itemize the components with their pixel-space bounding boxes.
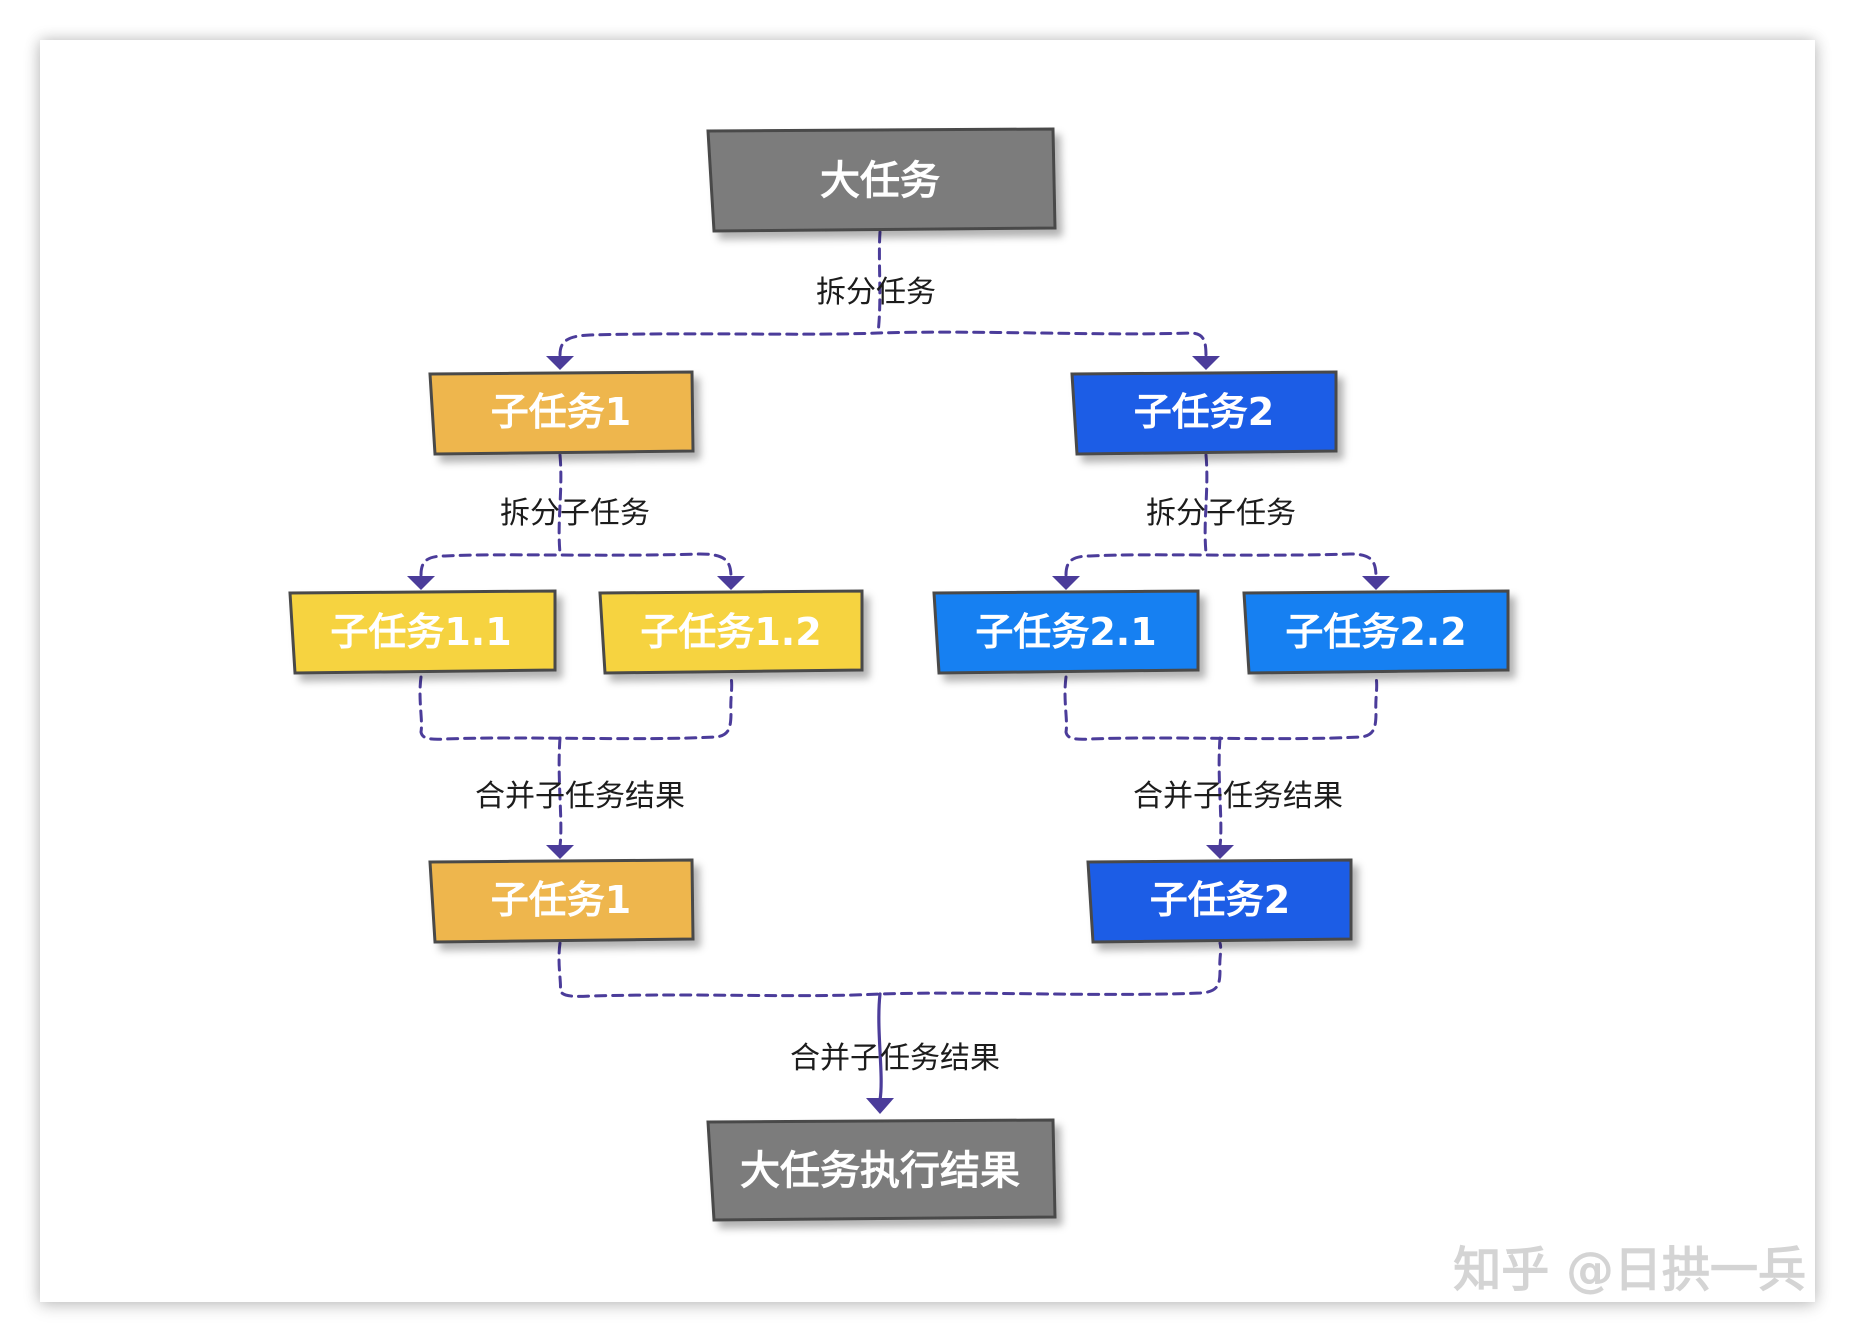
edge-sub1-split-horizontal xyxy=(419,552,733,580)
edge-sub1-down xyxy=(557,453,563,555)
node-sub2-2-box xyxy=(1242,589,1510,675)
edge-merge-left xyxy=(418,675,734,741)
node-sub2-result: 子任务2 xyxy=(1086,858,1353,944)
node-sub1-box xyxy=(428,370,695,456)
node-final-result-label: 大任务执行结果 xyxy=(740,1148,1020,1194)
edge-split-horizontal xyxy=(558,330,1208,360)
arrow-to-sub2-result xyxy=(1206,845,1234,859)
edge-merge-final xyxy=(557,941,1223,998)
node-sub2-2: 子任务2.2 xyxy=(1242,589,1510,675)
node-sub1-2-box xyxy=(598,589,864,675)
node-sub1: 子任务1 xyxy=(428,370,695,456)
edge-labels: 拆分任务 拆分子任务 拆分子任务 合并子任务结果 合并子任务结果 合并子任务结果 xyxy=(475,275,1343,1076)
node-sub1-result: 子任务1 xyxy=(428,858,695,944)
node-sub1-1-label: 子任务1.1 xyxy=(330,610,511,654)
edge-sub2-split-horizontal xyxy=(1064,552,1378,580)
edge-final-down xyxy=(877,992,883,1102)
node-sub2-1-label: 子任务2.1 xyxy=(975,610,1156,654)
arrow-to-sub2 xyxy=(1192,356,1220,370)
edge-merge-right xyxy=(1063,675,1379,741)
node-sub1-2: 子任务1.2 xyxy=(598,589,864,675)
node-sub2-result-box xyxy=(1086,858,1353,944)
node-big-task-box xyxy=(706,127,1057,233)
node-final-result: 大任务执行结果 xyxy=(706,1118,1057,1222)
label-merge-right: 合并子任务结果 xyxy=(1133,779,1343,814)
node-sub2-result-label: 子任务2 xyxy=(1150,878,1290,922)
arrow-to-sub2-2 xyxy=(1362,576,1390,590)
node-final-result-box xyxy=(706,1118,1057,1222)
arrow-to-sub1-2 xyxy=(717,576,745,590)
label-split-sub-left: 拆分子任务 xyxy=(500,496,650,531)
label-merge-left: 合并子任务结果 xyxy=(475,779,685,814)
node-sub2-label: 子任务2 xyxy=(1134,390,1274,434)
node-big-task-label: 大任务 xyxy=(820,158,940,204)
arrow-to-sub1-result xyxy=(546,845,574,859)
node-sub1-label: 子任务1 xyxy=(491,390,631,434)
arrow-to-sub1 xyxy=(546,356,574,370)
edge-merge-left-down xyxy=(557,736,563,848)
arrow-to-sub1-1 xyxy=(407,576,435,590)
node-sub2: 子任务2 xyxy=(1070,370,1338,456)
edge-sub2-down xyxy=(1203,453,1209,555)
node-sub1-1: 子任务1.1 xyxy=(288,589,557,675)
node-sub2-1: 子任务2.1 xyxy=(932,589,1200,675)
label-merge-final: 合并子任务结果 xyxy=(790,1041,1000,1076)
node-sub2-2-label: 子任务2.2 xyxy=(1285,610,1466,654)
edge-merge-right-down xyxy=(1217,736,1223,848)
node-sub1-result-box xyxy=(428,858,695,944)
arrow-to-sub2-1 xyxy=(1052,576,1080,590)
node-sub1-2-label: 子任务1.2 xyxy=(640,610,821,654)
watermark: 知乎 @日拱一兵 xyxy=(1453,1242,1806,1298)
edges xyxy=(407,230,1390,1114)
node-sub1-result-label: 子任务1 xyxy=(491,878,631,922)
label-split-sub-right: 拆分子任务 xyxy=(1146,496,1296,531)
label-split-task: 拆分任务 xyxy=(816,275,936,310)
node-sub2-1-box xyxy=(932,589,1200,675)
edge-big-to-split xyxy=(876,230,882,335)
node-sub2-box xyxy=(1070,370,1338,456)
arrow-to-final xyxy=(866,1098,894,1114)
node-big-task: 大任务 xyxy=(706,127,1057,233)
node-sub1-1-box xyxy=(288,589,557,675)
